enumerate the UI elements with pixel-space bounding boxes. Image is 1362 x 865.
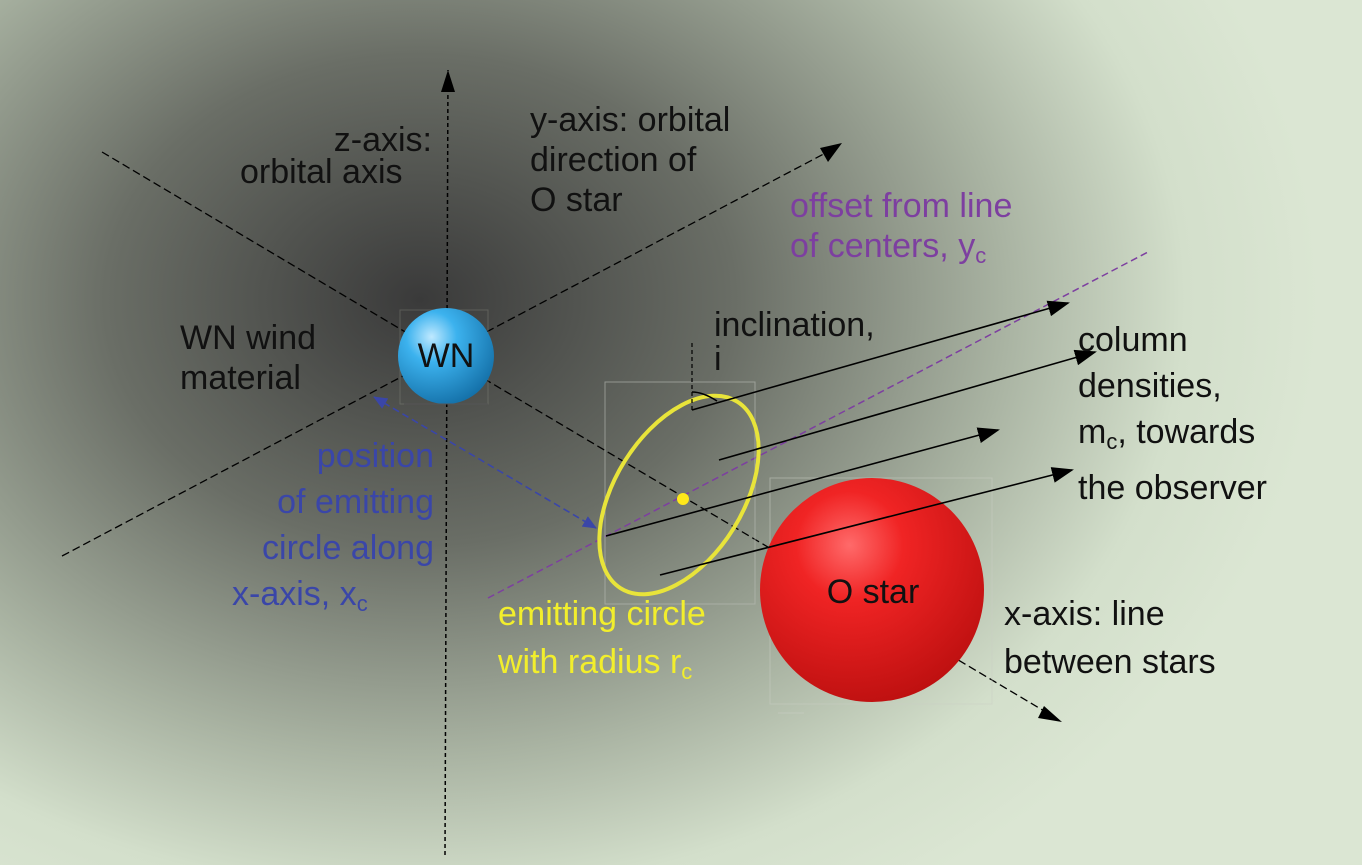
inclination-label-line1: inclination, [714,306,875,344]
column-label-subscript: c [1106,429,1118,454]
column-label-line1: column [1078,321,1188,359]
wn-star-label-text: WN [417,337,475,375]
y-axis-label-line2: direction of [530,141,697,179]
z-axis-label-2: orbital axis [240,152,403,192]
inclination-angle-arc [691,391,718,402]
z-axis-label-line2: orbital axis [240,153,403,191]
position-label-line4-text: x-axis, x [232,575,357,613]
z-axis-line [444,69,449,856]
emitting-circle-frame [604,381,756,605]
wn-star-label: WN [400,336,492,376]
y-axis-arrowhead [820,143,842,162]
column-label-m: m [1078,413,1107,451]
offset-label-line1: offset from line [790,187,1013,225]
sightline-3 [605,427,1000,537]
column-label-line4: the observer [1078,469,1267,507]
position-arrow [373,396,597,529]
wn-star [398,308,494,404]
emitting-circle-label: emitting circle with radius rc [498,594,706,692]
offset-label-line2: of centers, yc [790,226,1012,276]
x-axis-arrowhead [1038,706,1062,722]
z-axis-arrowhead [441,70,455,92]
offset-label: offset from line of centers, yc [790,186,1012,276]
sightline-1 [691,300,1070,411]
position-label-line4: x-axis, xc [228,574,434,624]
o-star-label-text: O star [826,573,920,611]
sightline-2 [718,349,1097,461]
wind-label-line1: WN wind [180,319,317,357]
x-axis-label-line1: x-axis: line [1004,595,1165,633]
x-axis-label-line2: between stars [1004,643,1216,681]
column-label-line3: mc, towards [1078,412,1267,462]
position-label-line2: of emitting [277,483,434,521]
y-axis-label-line1: y-axis: orbital [530,101,731,139]
inclination-label: inclination, i [714,305,875,379]
position-label: position of emitting circle along x-axis… [228,436,434,624]
emitting-circle-center [677,493,689,505]
column-densities-label: column densities, mc, towards the observ… [1078,320,1267,508]
wind-label-line2: material [180,359,301,397]
emitting-label-line1: emitting circle [498,595,706,633]
offset-label-subscript: c [975,243,987,268]
o-star-label: O star [798,572,948,612]
inclination-label-line2: i [714,340,722,378]
x-axis-label: x-axis: line between stars [1004,594,1216,682]
position-label-subscript: c [356,591,368,616]
emitting-label-subscript: c [681,659,693,684]
o-star [760,478,984,702]
y-axis-label-line3: O star [530,181,623,219]
offset-label-line2-text: of centers, y [790,227,976,265]
emitting-circle [597,393,761,597]
z-axis-label: z-axis: [310,120,432,160]
wind-label: WN wind material [180,318,316,398]
z-axis-label-line1: z-axis: [333,121,432,159]
column-label-rest: , towards [1117,413,1256,451]
position-label-line1: position [316,437,434,475]
position-label-line3: circle along [262,529,434,567]
sightline-4 [659,467,1074,576]
column-label-line2: densities, [1078,367,1222,405]
emitting-label-line2: with radius rc [498,642,706,692]
y-axis-label: y-axis: orbital direction of O star [530,100,730,220]
emitting-label-line2-text: with radius r [498,643,682,681]
